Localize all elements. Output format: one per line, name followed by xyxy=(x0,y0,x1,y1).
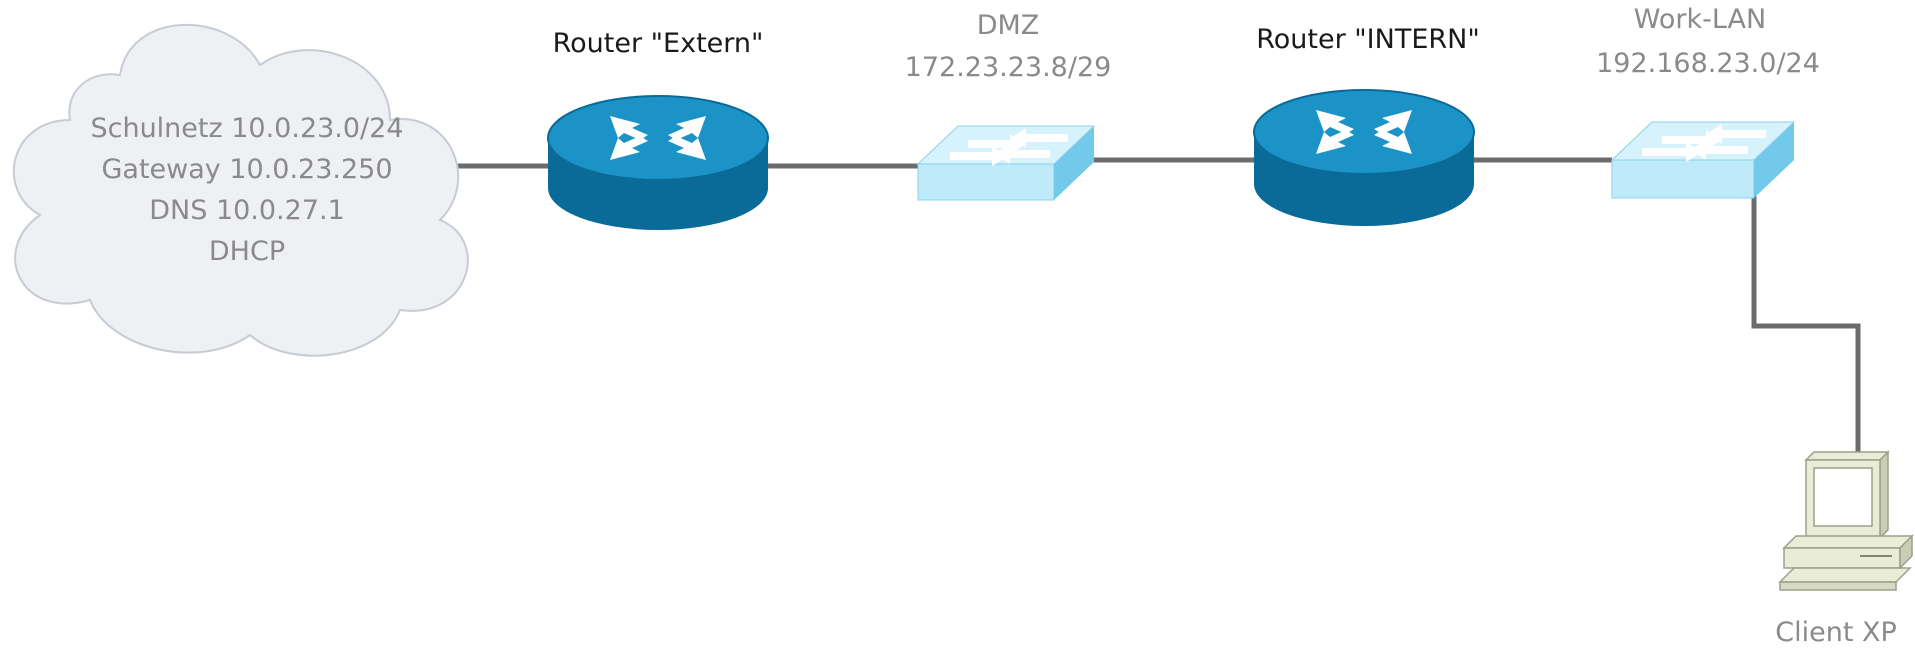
switch-icon xyxy=(916,125,1096,201)
switch-work-lan[interactable]: Work-LAN 192.168.23.0/24 xyxy=(1596,4,1820,199)
cloud-line-2: Gateway 10.0.23.250 xyxy=(101,154,392,185)
computer-icon xyxy=(1778,450,1914,591)
switch-dmz[interactable]: DMZ 172.23.23.8/29 xyxy=(905,10,1112,201)
cloud-line-1: Schulnetz 10.0.23.0/24 xyxy=(90,113,403,144)
cloud-line-4: DHCP xyxy=(209,236,285,267)
router-icon xyxy=(1253,89,1475,226)
client-label: Client XP xyxy=(1775,617,1897,648)
cloud-schulnetz: Schulnetz 10.0.23.0/24 Gateway 10.0.23.2… xyxy=(13,24,469,357)
work-lan-subnet: 192.168.23.0/24 xyxy=(1596,48,1820,79)
router-extern-label: Router "Extern" xyxy=(553,28,764,59)
dmz-subnet: 172.23.23.8/29 xyxy=(905,52,1112,83)
cloud-shape xyxy=(13,24,469,357)
router-intern-label: Router "INTERN" xyxy=(1256,24,1480,55)
links xyxy=(450,157,1861,460)
router-icon xyxy=(547,95,769,230)
switch-icon xyxy=(1610,121,1796,199)
router-extern[interactable]: Router "Extern" xyxy=(547,28,769,230)
work-lan-name: Work-LAN xyxy=(1634,4,1766,35)
client-xp[interactable]: Client XP xyxy=(1775,450,1914,648)
dmz-name: DMZ xyxy=(977,10,1040,41)
cloud-line-3: DNS 10.0.27.1 xyxy=(149,195,345,226)
link-worklan-client xyxy=(1751,196,1861,460)
router-intern[interactable]: Router "INTERN" xyxy=(1253,24,1480,226)
